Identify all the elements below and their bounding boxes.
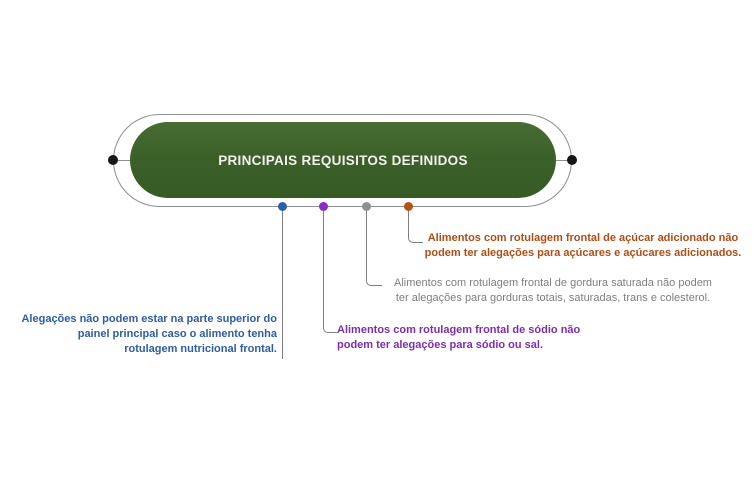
left-anchor-connector-line xyxy=(113,160,130,161)
main-node: PRINCIPAIS REQUISITOS DEFINIDOS xyxy=(130,122,556,198)
connector-added-sugar xyxy=(408,207,423,243)
annotation-claims-position: Alegações não podem estar na parte super… xyxy=(12,312,277,357)
branch-dot-claims-position xyxy=(278,202,287,211)
connector-saturated-fat xyxy=(366,207,382,286)
right-anchor-dot xyxy=(567,155,577,165)
left-anchor-dot xyxy=(108,155,118,165)
annotation-saturated-fat: Alimentos com rotulagem frontal de gordu… xyxy=(374,276,732,306)
branch-dot-saturated-fat xyxy=(362,202,371,211)
branch-dot-added-sugar xyxy=(404,202,413,211)
right-anchor-connector-line xyxy=(556,160,572,161)
main-node-title: PRINCIPAIS REQUISITOS DEFINIDOS xyxy=(218,152,468,168)
annotation-line: rotulagem nutricional frontal. xyxy=(124,343,277,355)
connector-sodium xyxy=(323,207,339,333)
annotation-line: painel principal caso o alimento tenha xyxy=(77,328,277,340)
annotation-line: Alimentos com rotulagem frontal de açúca… xyxy=(427,232,739,244)
annotation-line: Alimentos com rotulagem frontal de gordu… xyxy=(394,277,712,289)
annotation-added-sugar: Alimentos com rotulagem frontal de açúca… xyxy=(416,231,750,261)
annotation-line: Alimentos com rotulagem frontal de sódio… xyxy=(337,324,581,336)
annotation-line: podem ter alegações para sódio ou sal. xyxy=(337,339,544,351)
annotation-line: ter alegações para gorduras totais, satu… xyxy=(395,292,711,304)
annotation-line: podem ter alegações para açúcares e açúc… xyxy=(424,247,742,259)
branch-dot-sodium xyxy=(319,202,328,211)
connector-claims-position xyxy=(282,207,283,359)
annotation-line: Alegações não podem estar na parte super… xyxy=(21,313,277,325)
annotation-sodium: Alimentos com rotulagem frontal de sódio… xyxy=(337,323,647,353)
